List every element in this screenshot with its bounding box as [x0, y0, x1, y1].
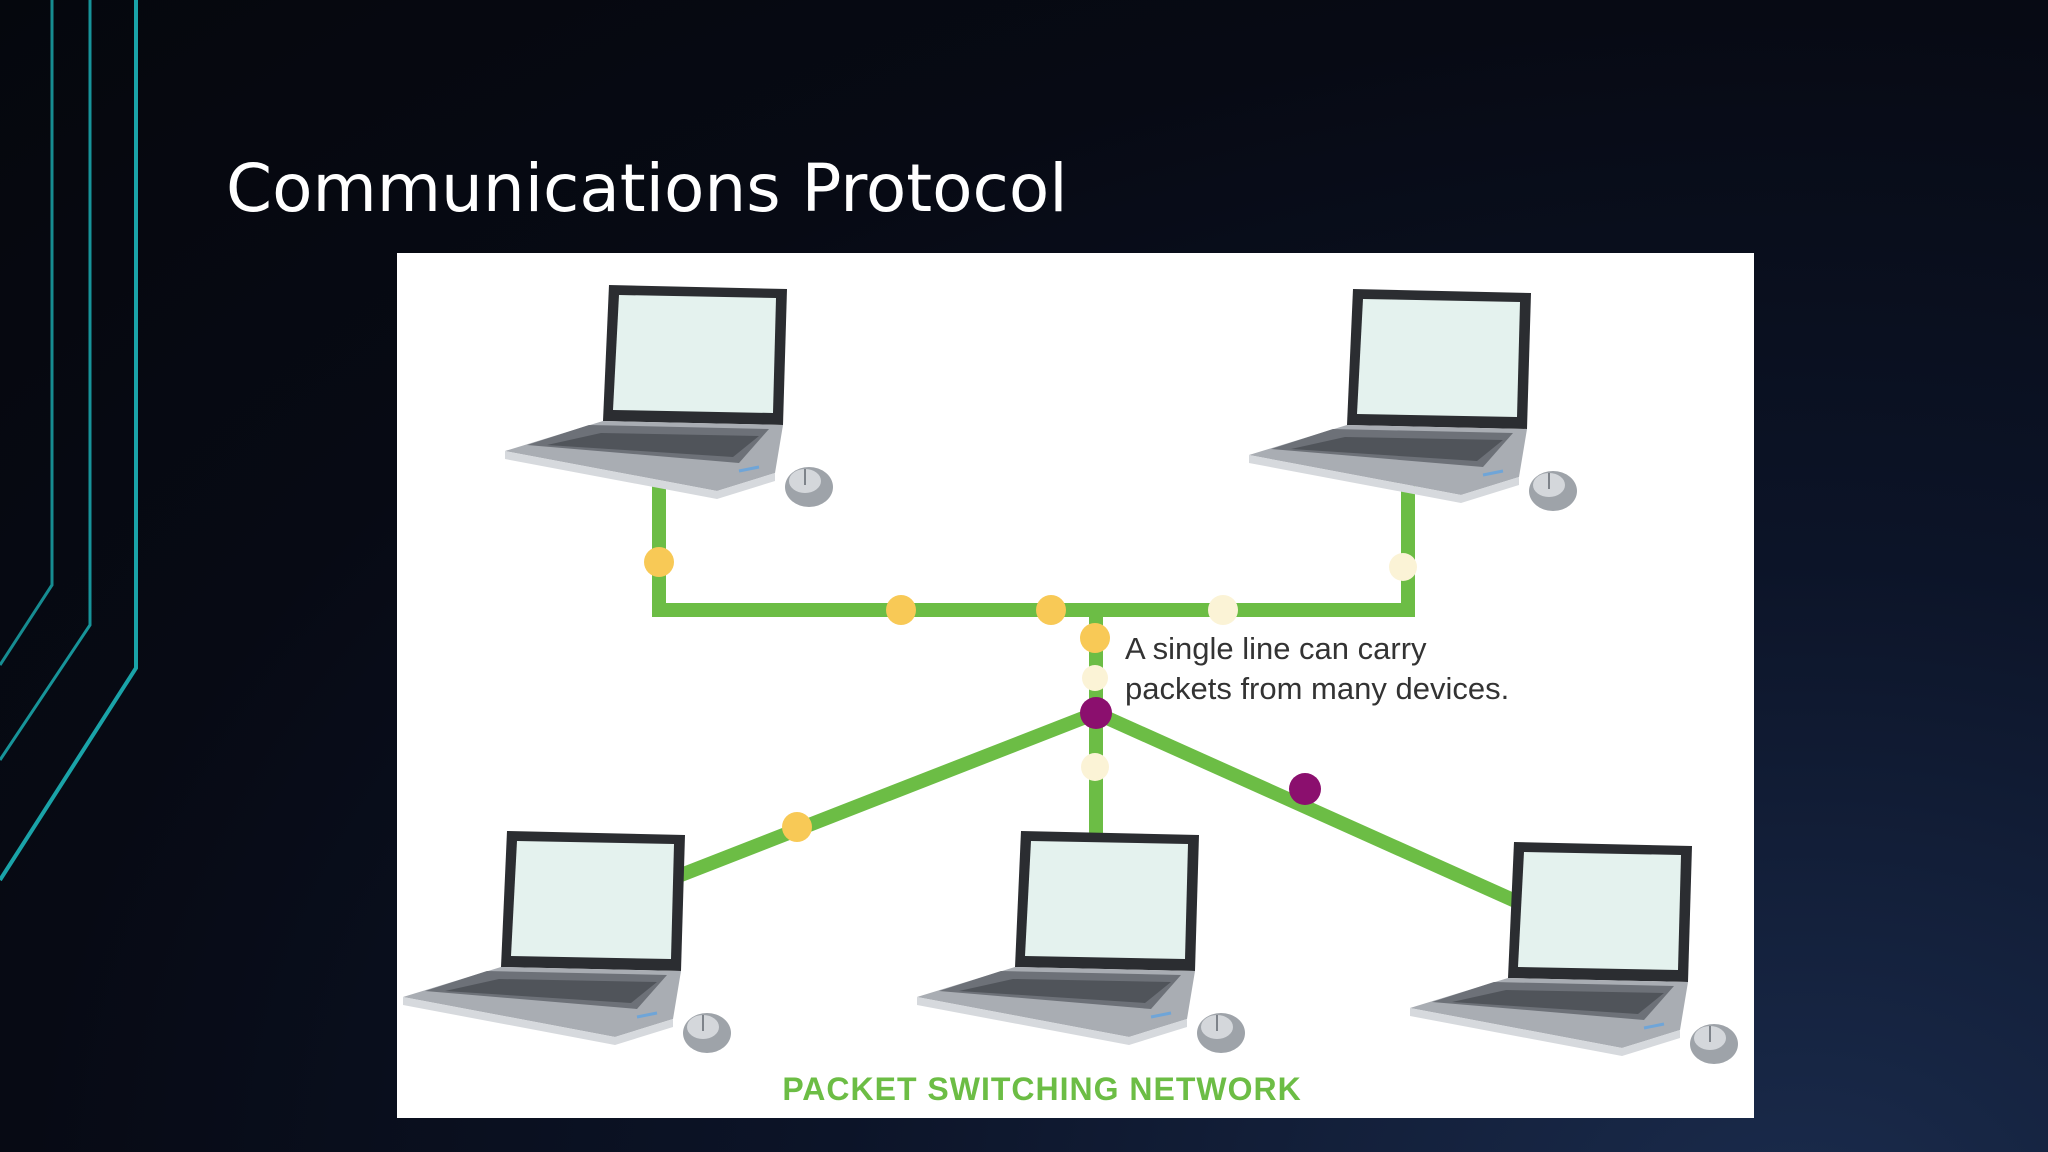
callout-line-1: A single line can carry: [1125, 631, 1427, 666]
laptop-top-left-icon: [503, 283, 835, 509]
laptop-bottom-center-icon: [915, 829, 1247, 1055]
callout-text: A single line can carry packets from man…: [1125, 629, 1509, 709]
network-diagram: [401, 283, 1740, 1066]
diagram-panel: A single line can carry packets from man…: [397, 253, 1754, 1118]
decorative-lines: [0, 0, 138, 882]
network-label: PACKET SWITCHING NETWORK: [782, 1071, 1302, 1107]
laptop-top-right-icon: [1247, 287, 1579, 513]
callout-line-2: packets from many devices.: [1125, 671, 1510, 706]
packets: [644, 547, 1417, 842]
slide-title: Communications Protocol: [226, 150, 1068, 227]
laptop-bottom-left-icon: [401, 829, 733, 1055]
